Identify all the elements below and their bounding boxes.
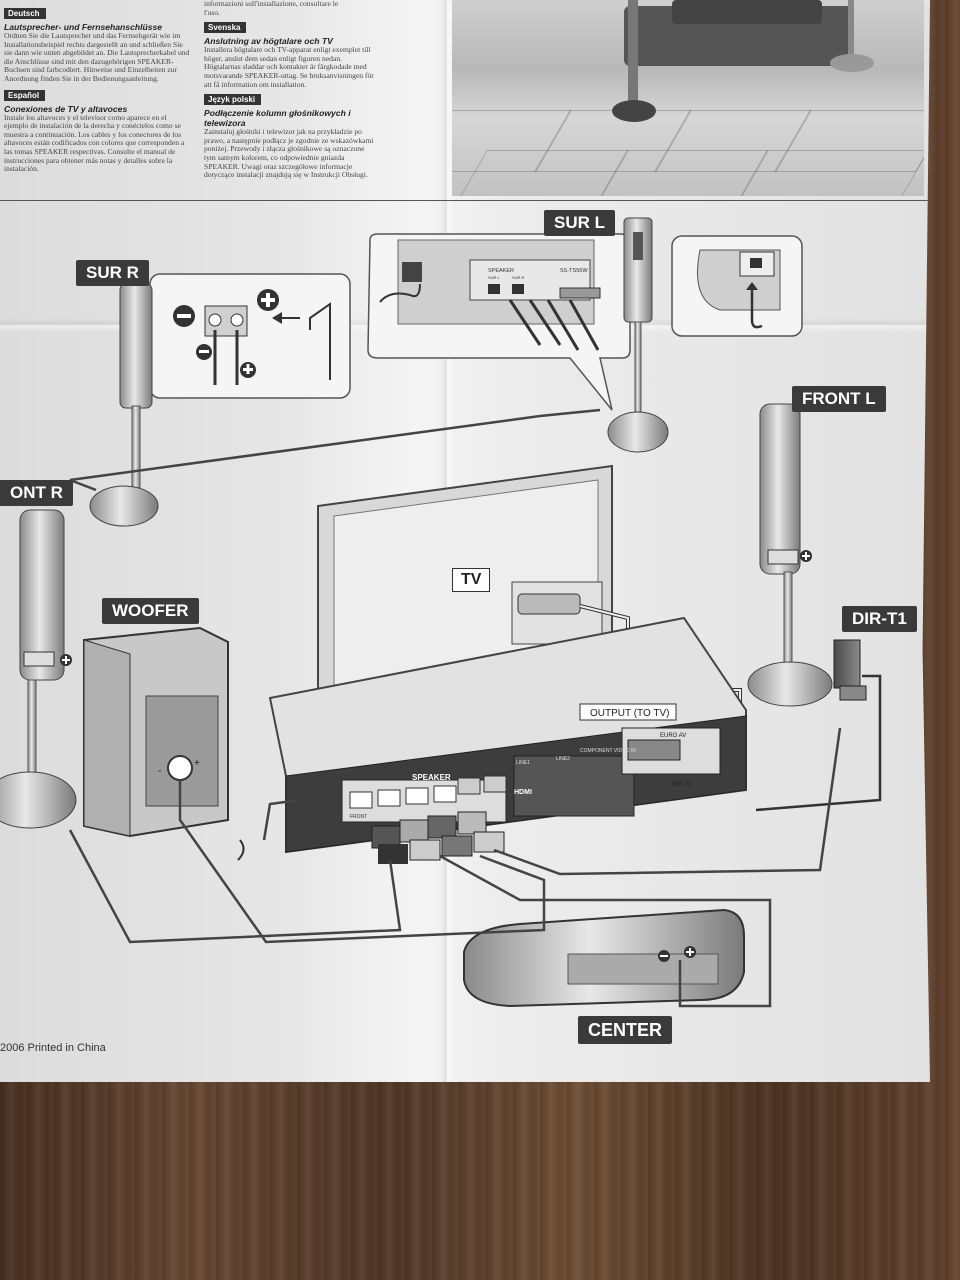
plus-icon [60,654,72,666]
speaker-stand-photo [628,0,638,110]
speaker-panel-label: SPEAKER [412,773,451,782]
section-body-svenska: Installera högtalare och TV-apparat enli… [204,45,374,89]
label-woofer: WOOFER [102,598,199,624]
label-sur-l: SUR L [544,210,615,236]
minus-icon [658,950,670,962]
callout-speaker-label: SPEAKER [488,268,514,274]
dir-t1-jack-label: DIR-T1 [672,782,692,788]
plus-icon [240,362,256,378]
line2-jack-label: LINE2 [556,756,570,762]
front-l-speaker [747,403,833,707]
woofer-speaker: - + [83,626,229,838]
hdmi-label: HDMI [514,789,532,796]
output-to-tv-box [579,703,677,721]
callout-sur-l-jack-label: SUR L [488,275,501,280]
callout-sur-r-terminal [149,273,351,399]
speaker-base-photo [612,100,656,122]
section-body-polski: Zainstaluj głośniki i telewizor jak na p… [204,127,374,180]
sur-r-speaker [89,283,159,527]
section-header-svenska: Svenska [204,22,247,34]
section-subtitle-deutsch: Lautsprecher- und Fernsehanschlüsse [4,22,163,32]
minus-icon [196,344,212,360]
section-subtitle-espanol: Conexiones de TV y altavoces [4,103,128,114]
instruction-sheet: Deutsch Lautsprecher- und Fernsehanschlü… [0,0,930,1082]
front-jack-label: FRONT [350,814,367,820]
speaker-base-photo-right [830,54,874,72]
section-subtitle-svenska: Anslutning av högtalare och TV [204,36,333,47]
svg-text:-: - [158,766,161,777]
plus-icon [684,946,696,958]
callout-sur-r-jack-label: SUR R [512,275,525,280]
text-column-middle: informazioni sull'installazione, consult… [204,0,376,180]
av-receiver-unit [268,616,747,854]
room-installation-photo [452,0,924,196]
output-to-tv-label: OUTPUT (TO TV) [590,708,669,719]
center-speaker [463,908,745,1008]
callout-model-label: SS-TS56W [560,268,588,274]
front-r-speaker [0,509,77,829]
section-header-deutsch: Deutsch [4,8,46,19]
minus-icon [173,305,195,327]
section-subtitle-polski: Podłączenie kolumn głośnikowych i telewi… [204,108,351,129]
label-center: CENTER [578,1016,673,1044]
dir-t1-transmitter [755,639,882,812]
section-body-deutsch: Ordnen Sie die Lautsprecher und das Fern… [4,31,190,83]
sur-l-speaker [607,217,669,453]
plus-icon [257,289,279,311]
speaker-cables [68,408,842,1008]
callout-subwoofer-rear [367,233,631,411]
top-text-fragment: informazioni sull'installazione, consult… [204,0,339,17]
line1-jack-label: LINE1 [516,760,530,766]
label-tv: TV [452,568,491,592]
plus-icon [800,550,812,562]
text-column-left: Deutsch Lautsprecher- und Fernsehanschlü… [4,0,192,174]
component-video-label: COMPONENT VIDEO IN [580,748,636,754]
label-dir-t1: DIR-T1 [842,606,917,632]
speaker-stand-photo-right [848,0,854,60]
printed-in-footer: 2006 Printed in China [0,1042,106,1054]
euro-av-label: EURO AV [660,733,686,739]
label-front-l: FRONT L [792,386,886,412]
power-cord [237,839,245,861]
speaker-plugs [371,811,505,864]
section-header-polski: Język polski [204,94,262,106]
section-divider [0,200,930,201]
sofa-arm [672,0,822,24]
svg-text:+: + [194,758,200,769]
speaker-connection-diagram: SPEAKER SUR L SUR R SS-TS56W [0,217,882,1008]
label-sur-r: SUR R [76,260,149,286]
label-front-r: ONT R [0,480,73,506]
section-body-espanol: Instale los altavoces y el televisor com… [4,112,185,174]
callout-dir-t1-rear [671,235,803,337]
section-header-espanol: Español [4,89,46,101]
